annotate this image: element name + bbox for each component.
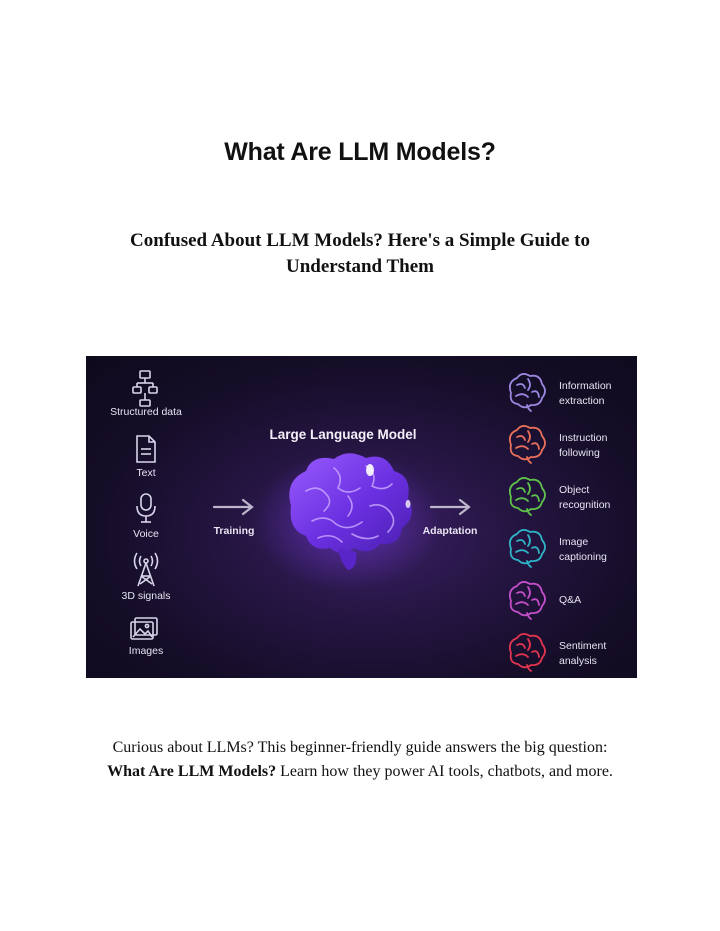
intro-bold-phrase: What Are LLM Models? <box>107 763 277 780</box>
page-title: What Are LLM Models? <box>224 138 496 166</box>
intro-paragraph: Curious about LLMs? This beginner-friend… <box>60 736 660 784</box>
document-subtitle: Confused About LLM Models? Here's a Simp… <box>130 230 590 277</box>
intro-line-2: Learn how they power AI tools, chatbots,… <box>276 763 613 780</box>
output-label-line2: recognition <box>559 499 611 511</box>
microphone-icon <box>136 493 156 523</box>
output-label-line1: Information <box>559 380 612 392</box>
output-brain-icon <box>508 477 546 516</box>
output-brain-icon <box>508 581 546 620</box>
input-label-3d-signals: 3D signals <box>121 590 170 602</box>
adaptation-arrow-icon <box>429 498 471 516</box>
output-brain-icon <box>508 425 546 464</box>
input-label-voice: Voice <box>133 528 159 540</box>
output-label-line1: Image <box>559 536 588 548</box>
output-brain-icon <box>508 633 546 672</box>
output-label-line1: Object <box>559 484 589 496</box>
flowchart-icon <box>132 370 158 407</box>
output-brain-icon <box>508 373 546 412</box>
output-label-line2: extraction <box>559 395 605 407</box>
document-icon <box>136 435 156 463</box>
output-label-line1: Instruction <box>559 432 608 444</box>
llm-diagram-figure: Structured data Text Voice <box>86 356 637 678</box>
image-icon <box>130 617 158 640</box>
brain-icon <box>289 453 412 570</box>
antenna-icon <box>133 552 159 587</box>
output-label-line2: captioning <box>559 551 607 563</box>
training-label: Training <box>214 525 255 537</box>
adaptation-label: Adaptation <box>423 525 478 537</box>
input-label-images: Images <box>129 645 163 657</box>
intro-line-1: Curious about LLMs? This beginner-friend… <box>112 739 608 756</box>
output-brain-icon <box>508 529 546 568</box>
center-label: Large Language Model <box>269 427 416 442</box>
output-label-line2: analysis <box>559 655 597 667</box>
output-label-line1: Sentiment <box>559 640 606 652</box>
output-label-line1: Q&A <box>559 594 581 606</box>
input-label-structured-data: Structured data <box>110 406 182 418</box>
output-label-line2: following <box>559 447 600 459</box>
input-label-text: Text <box>136 467 155 479</box>
training-arrow-icon <box>212 498 254 516</box>
